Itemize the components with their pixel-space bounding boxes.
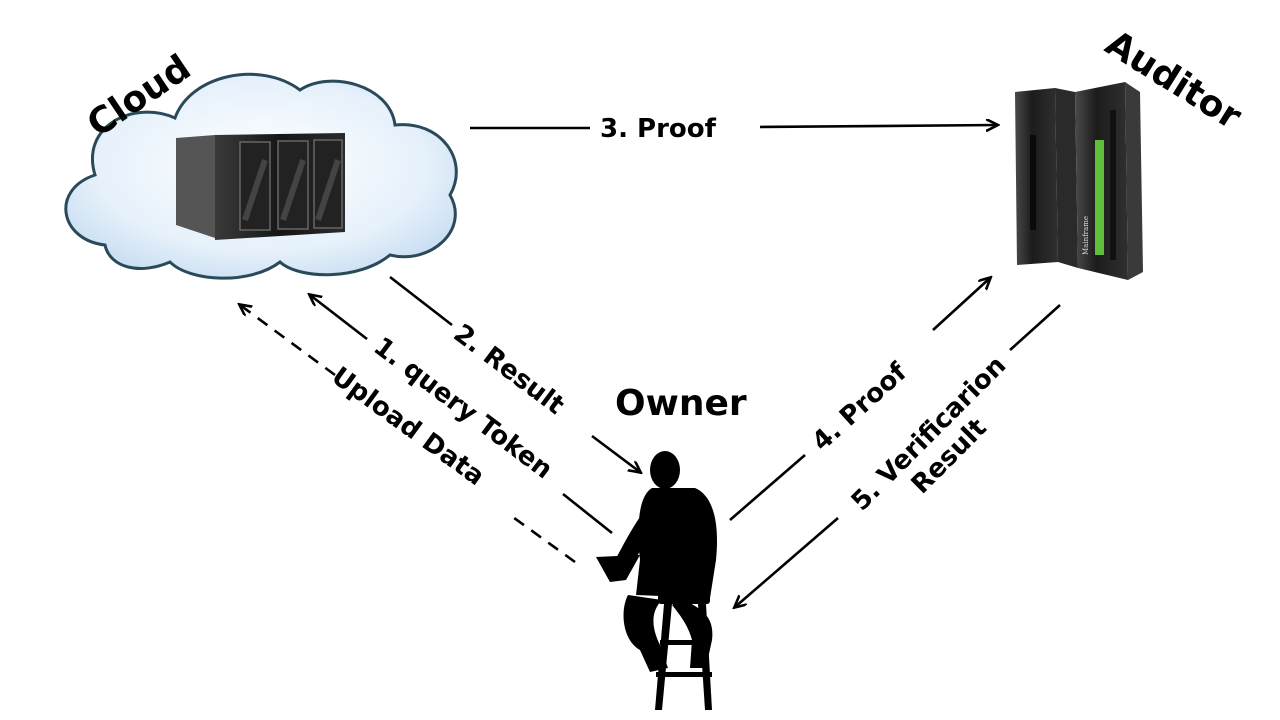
server-rack-icon [176, 133, 345, 240]
owner-label: Owner [615, 383, 747, 424]
proof-cloud-to-auditor-edge: 3. Proof [470, 114, 997, 144]
verification-result-edge: 5. Verificarion Result [735, 304, 1061, 607]
proof-4-label: 4. Proof [807, 357, 914, 457]
person-with-laptop-icon [596, 451, 718, 710]
cloud-node: Cloud [64, 47, 458, 280]
upload-data-edge: Upload Data [240, 305, 576, 564]
owner-node: Owner [596, 383, 747, 710]
proof-3-label: 3. Proof [600, 114, 717, 144]
auditor-node: Mainframe Auditor [1015, 23, 1248, 280]
mainframe-icon: Mainframe [1015, 82, 1143, 280]
mainframe-text: Mainframe [1082, 216, 1090, 255]
